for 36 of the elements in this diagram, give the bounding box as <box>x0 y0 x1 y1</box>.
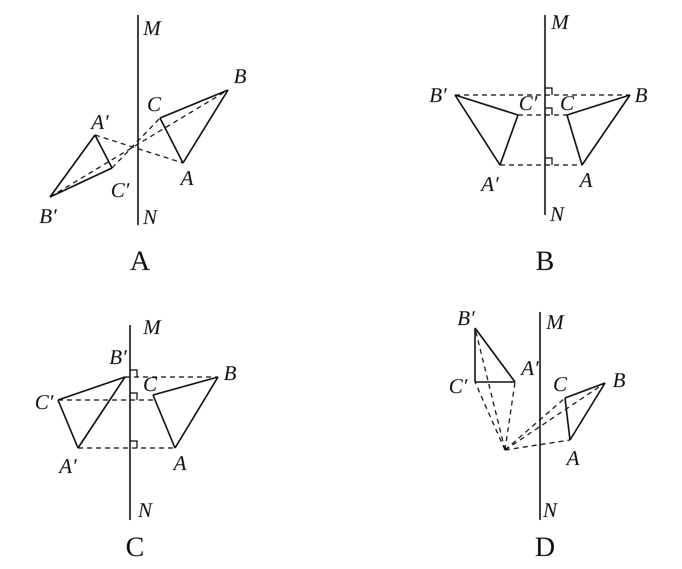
point-label: A′ <box>521 357 539 379</box>
point-label: A′ <box>59 455 77 477</box>
point-label: C′ <box>448 375 468 397</box>
point-label: B′ <box>109 346 127 368</box>
point-label: A′ <box>481 173 499 195</box>
point-label: B <box>224 362 236 384</box>
point-label: A <box>580 169 592 191</box>
point-label: C <box>560 92 574 114</box>
point-label: B′ <box>429 84 447 106</box>
point-label: C <box>147 93 161 115</box>
point-label: B <box>234 65 246 87</box>
line-label: M <box>143 17 161 39</box>
line-label: N <box>138 499 152 521</box>
point-label: B <box>634 84 648 106</box>
point-label: C′ <box>518 92 538 114</box>
line-label: M <box>546 311 564 333</box>
point-label: A <box>566 447 580 469</box>
panel-label: D <box>534 533 556 563</box>
line-label: N <box>143 206 157 228</box>
panel-label: A <box>130 247 150 277</box>
point-label: B′ <box>39 205 57 227</box>
point-label: C′ <box>110 179 130 201</box>
point-label: C′ <box>34 391 54 413</box>
line-label: M <box>143 316 161 338</box>
panel-label: B <box>536 247 554 277</box>
point-label: A′ <box>91 111 109 133</box>
point-label: A <box>174 452 186 474</box>
line-label: N <box>550 203 564 225</box>
panel-label: C <box>126 533 144 563</box>
line-label: M <box>551 11 569 33</box>
line-label: N <box>543 499 557 521</box>
point-label: B <box>612 369 626 391</box>
point-label: B′ <box>457 307 475 329</box>
point-label: A <box>180 167 194 189</box>
point-label: C <box>553 373 567 395</box>
point-label: C <box>143 373 157 395</box>
